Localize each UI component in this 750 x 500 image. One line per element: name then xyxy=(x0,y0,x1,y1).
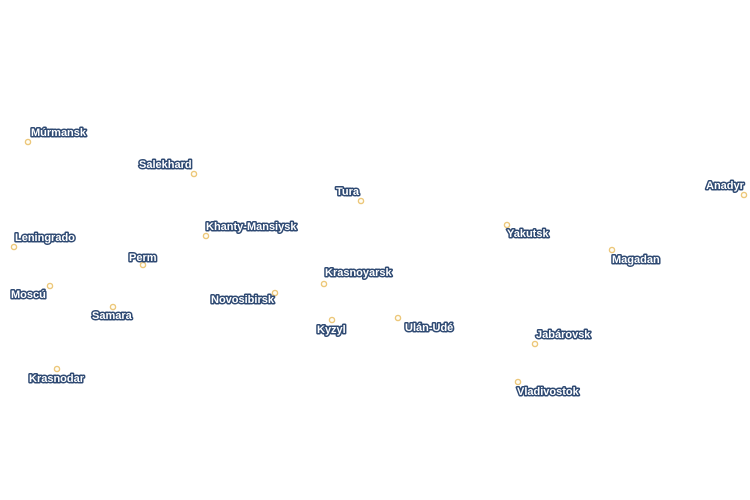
city-marker[interactable] xyxy=(46,282,54,290)
city-marker[interactable] xyxy=(53,365,61,373)
city-samara[interactable]: Samara xyxy=(91,303,134,324)
city-label: Krasnodar xyxy=(29,373,85,385)
city-marker[interactable] xyxy=(320,280,328,288)
city-marker[interactable] xyxy=(271,289,279,297)
city-marker[interactable] xyxy=(608,246,616,254)
city-label: Moscú xyxy=(11,289,46,301)
city-marker[interactable] xyxy=(190,170,198,178)
city-label: Magadan xyxy=(612,254,660,266)
city-label: Samara xyxy=(92,310,133,322)
city-tura[interactable]: Tura xyxy=(335,185,365,205)
city-ulan-ude[interactable]: Ulán-Udé xyxy=(394,314,455,336)
city-marker[interactable] xyxy=(531,340,539,348)
city-moscu[interactable]: Moscú xyxy=(10,282,54,303)
city-marker[interactable] xyxy=(10,243,18,251)
city-marker[interactable] xyxy=(109,303,117,311)
city-yakutsk[interactable]: Yakutsk xyxy=(503,221,551,242)
city-marker[interactable] xyxy=(514,378,522,386)
city-kyzyl[interactable]: Kyzyl xyxy=(316,316,347,338)
city-marker[interactable] xyxy=(503,221,511,229)
city-label: Tura xyxy=(336,186,360,198)
city-leningrado[interactable]: Leningrado xyxy=(10,231,77,251)
city-marker[interactable] xyxy=(139,261,147,269)
city-marker[interactable] xyxy=(24,138,32,146)
city-marker[interactable] xyxy=(328,316,336,324)
city-murmansk[interactable]: Múrmansk xyxy=(24,126,88,146)
city-label: Kyzyl xyxy=(317,324,346,336)
city-novosibirsk[interactable]: Novosibirsk xyxy=(210,289,279,308)
city-label: Krasnoyarsk xyxy=(325,267,393,279)
city-label: Múrmansk xyxy=(31,127,87,139)
city-marker[interactable] xyxy=(394,314,402,322)
city-vladivostok[interactable]: Vladivostok xyxy=(514,378,581,400)
city-salekhard[interactable]: Salekhard xyxy=(138,158,198,178)
city-label: Jabárovsk xyxy=(536,329,591,341)
city-label: Yakutsk xyxy=(507,228,549,240)
city-label: Ulán-Udé xyxy=(405,322,453,334)
city-krasnodar[interactable]: Krasnodar xyxy=(28,365,86,387)
city-label: Perm xyxy=(129,252,157,264)
city-khanty-mansiysk[interactable]: Khanty-Mansiysk xyxy=(202,220,299,240)
city-marker[interactable] xyxy=(357,197,365,205)
city-label: Leningrado xyxy=(15,232,75,244)
city-krasnoyarsk[interactable]: Krasnoyarsk xyxy=(320,266,394,288)
city-anadyr[interactable]: Anadyr xyxy=(705,179,748,199)
city-label: Khanty-Mansiysk xyxy=(206,221,297,233)
city-label: Anadyr xyxy=(706,180,745,192)
city-label: Vladivostok xyxy=(517,386,580,398)
city-jabarovsk[interactable]: Jabárovsk xyxy=(531,328,593,348)
city-label: Novosibirsk xyxy=(211,294,275,306)
city-marker[interactable] xyxy=(740,191,748,199)
city-magadan[interactable]: Magadan xyxy=(608,246,661,268)
city-label: Salekhard xyxy=(139,159,192,171)
city-marker[interactable] xyxy=(202,232,210,240)
city-perm[interactable]: Perm xyxy=(128,251,158,269)
